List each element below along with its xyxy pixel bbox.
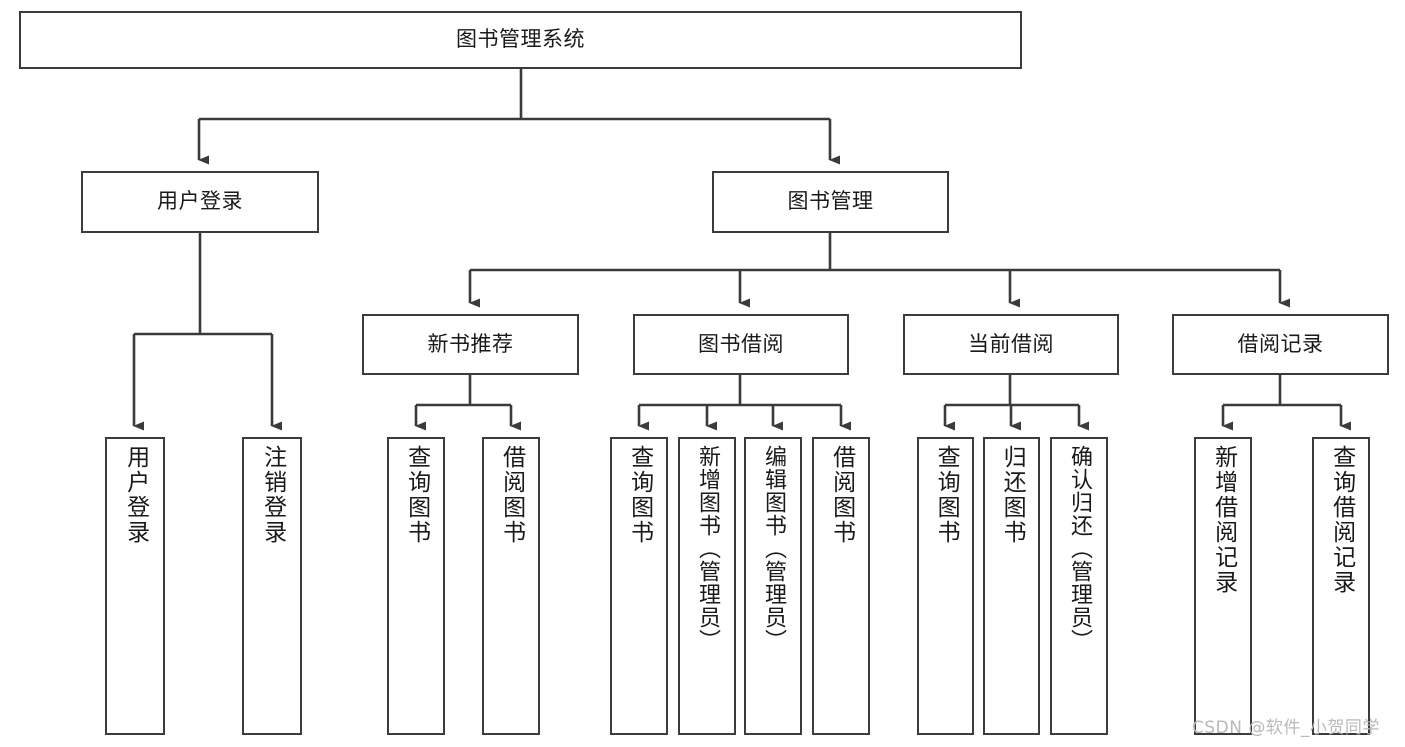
node-leaf-return-book[interactable]: 归还图书 <box>983 437 1040 735</box>
node-leaf-borrow-book-2-label: 借阅图书 <box>828 445 855 545</box>
node-leaf-user-login[interactable]: 用户登录 <box>105 437 165 735</box>
node-root-label: 图书管理系统 <box>456 27 585 52</box>
node-book-manage-label: 图书管理 <box>787 189 874 214</box>
node-leaf-query-record-label: 查询借阅记录 <box>1328 445 1355 595</box>
node-leaf-edit-book-label: 编辑图书（管理员） <box>760 445 786 652</box>
node-leaf-borrow-book-2[interactable]: 借阅图书 <box>812 437 870 735</box>
node-leaf-query-book-1[interactable]: 查询图书 <box>387 437 445 735</box>
node-leaf-query-book-3-label: 查询图书 <box>933 445 960 545</box>
node-current-borrow-label: 当前借阅 <box>968 331 1054 356</box>
node-current-borrow[interactable]: 当前借阅 <box>903 314 1119 375</box>
node-borrow-record[interactable]: 借阅记录 <box>1172 314 1389 375</box>
node-book-manage[interactable]: 图书管理 <box>712 171 949 233</box>
node-leaf-borrow-book-1[interactable]: 借阅图书 <box>482 437 540 735</box>
node-borrow-record-label: 借阅记录 <box>1237 331 1324 356</box>
node-root[interactable]: 图书管理系统 <box>19 11 1022 69</box>
node-leaf-user-logout-label: 注销登录 <box>259 445 286 545</box>
node-leaf-confirm-return-label: 确认归还（管理员） <box>1066 445 1092 652</box>
node-new-book-rec[interactable]: 新书推荐 <box>362 314 579 375</box>
node-leaf-borrow-book-1-label: 借阅图书 <box>498 445 525 545</box>
node-leaf-add-record[interactable]: 新增借阅记录 <box>1194 437 1252 735</box>
node-book-borrow-label: 图书借阅 <box>698 331 784 356</box>
watermark: CSDN @软件_小贺同学 <box>1192 718 1380 738</box>
node-leaf-query-book-3[interactable]: 查询图书 <box>917 437 974 735</box>
node-new-book-rec-label: 新书推荐 <box>427 331 514 356</box>
node-leaf-user-login-label: 用户登录 <box>122 445 149 545</box>
node-leaf-query-record[interactable]: 查询借阅记录 <box>1312 437 1370 735</box>
node-leaf-confirm-return[interactable]: 确认归还（管理员） <box>1050 437 1108 735</box>
node-leaf-add-book[interactable]: 新增图书（管理员） <box>678 437 736 735</box>
node-user-login-label: 用户登录 <box>157 189 243 214</box>
node-leaf-query-book-2[interactable]: 查询图书 <box>610 437 668 735</box>
node-user-login[interactable]: 用户登录 <box>81 171 319 233</box>
node-leaf-query-book-1-label: 查询图书 <box>403 445 430 545</box>
node-leaf-query-book-2-label: 查询图书 <box>626 445 653 545</box>
node-leaf-add-record-label: 新增借阅记录 <box>1210 445 1237 595</box>
node-leaf-add-book-label: 新增图书（管理员） <box>694 445 720 652</box>
node-book-borrow[interactable]: 图书借阅 <box>633 314 849 375</box>
node-leaf-user-logout[interactable]: 注销登录 <box>242 437 302 735</box>
node-leaf-return-book-label: 归还图书 <box>999 445 1026 545</box>
node-leaf-edit-book[interactable]: 编辑图书（管理员） <box>744 437 802 735</box>
